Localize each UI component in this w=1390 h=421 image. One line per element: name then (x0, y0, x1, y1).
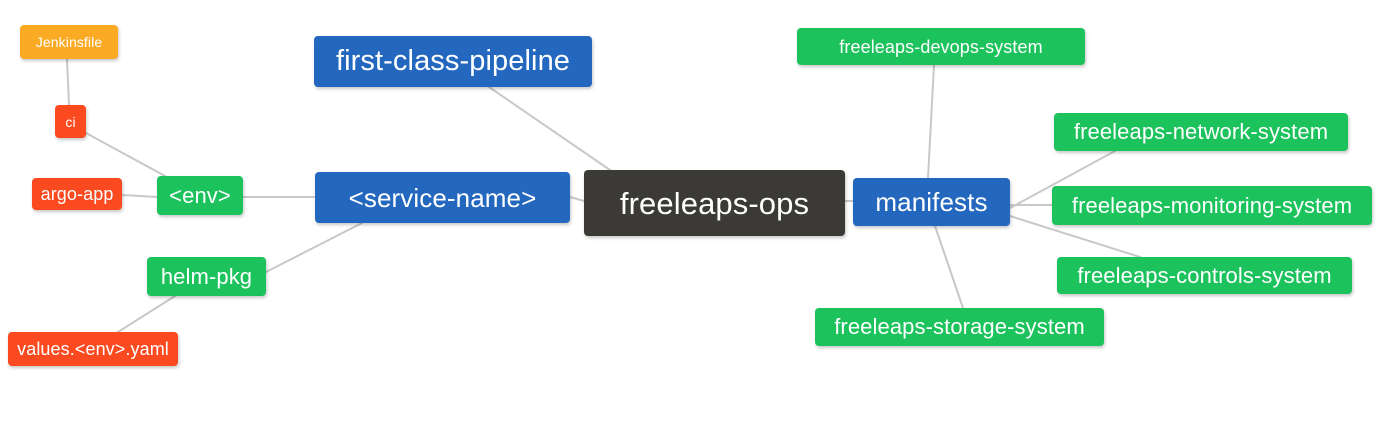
edge-freeleaps-ops-to-first-class-pipeline (488, 86, 611, 171)
edge-helm-pkg-to-values-yaml (117, 295, 176, 333)
edge-manifests-to-freeleaps-devops-system (927, 64, 935, 179)
node-freeleaps-monitoring-system[interactable]: freeleaps-monitoring-system (1052, 186, 1372, 225)
node-freeleaps-devops-system[interactable]: freeleaps-devops-system (797, 28, 1085, 65)
node-values-yaml[interactable]: values.<env>.yaml (8, 332, 178, 366)
node-freeleaps-controls-system[interactable]: freeleaps-controls-system (1057, 257, 1352, 294)
edge-ci-to-Jenkinsfile (66, 58, 70, 106)
node-service-name[interactable]: <service-name> (315, 172, 570, 223)
node-jenkinsfile[interactable]: Jenkinsfile (20, 25, 118, 59)
edge-freeleaps-ops-to-service-name (569, 196, 585, 202)
node-argo-app[interactable]: argo-app (32, 178, 122, 210)
node-ci[interactable]: ci (55, 105, 86, 138)
node-env[interactable]: <env> (157, 176, 243, 215)
node-freeleaps-network-system[interactable]: freeleaps-network-system (1054, 113, 1348, 151)
edge-manifests-to-freeleaps-storage-system (934, 225, 964, 309)
edge-env-to-ci (85, 132, 166, 177)
node-manifests[interactable]: manifests (853, 178, 1010, 226)
node-first-class-pipeline[interactable]: first-class-pipeline (314, 36, 592, 87)
edge-env-to-argo-app (121, 194, 158, 198)
node-freeleaps-storage-system[interactable]: freeleaps-storage-system (815, 308, 1104, 346)
node-helm-pkg[interactable]: helm-pkg (147, 257, 266, 296)
node-freeleaps-ops[interactable]: freeleaps-ops (584, 170, 845, 236)
edge-service-name-to-helm-pkg (265, 222, 363, 273)
